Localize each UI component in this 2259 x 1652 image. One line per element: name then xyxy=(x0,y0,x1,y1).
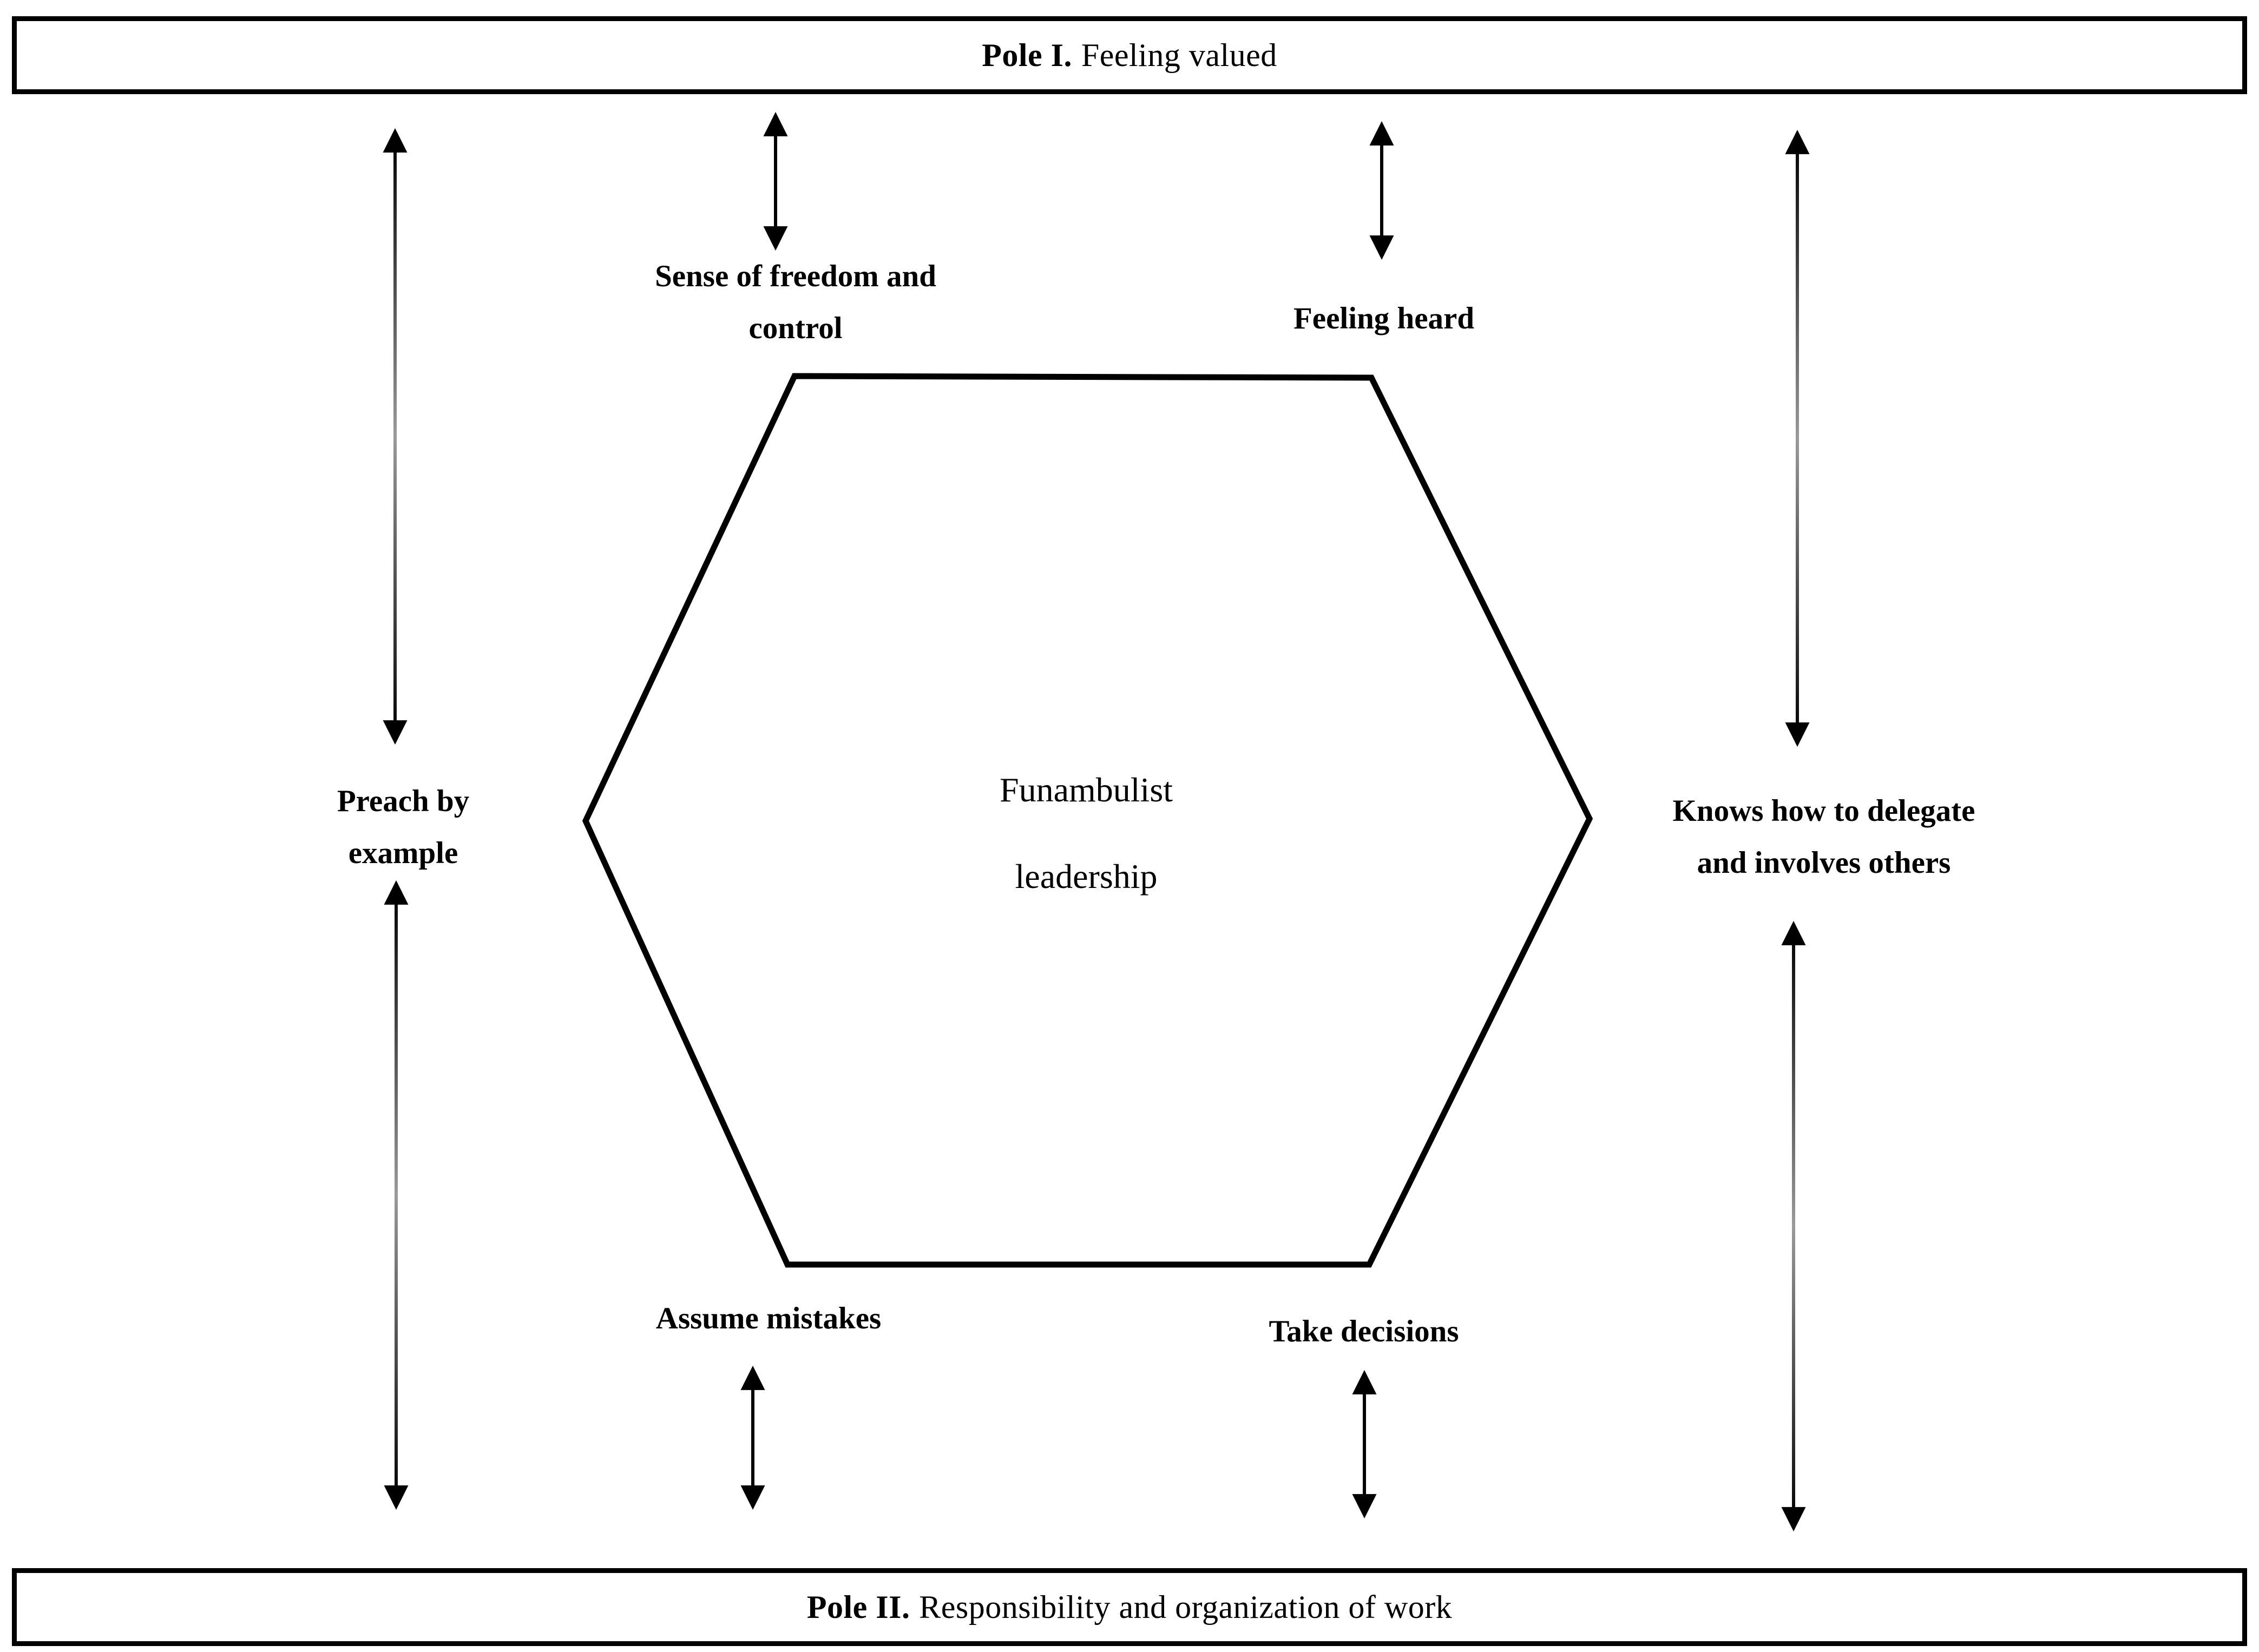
hexagon-title-line2: leadership xyxy=(1015,857,1158,896)
label-heard: Feeling heard xyxy=(1293,301,1475,335)
pole-2-text: Responsibility and organization of work xyxy=(919,1589,1453,1625)
pole-2-bar: Pole II. Responsibility and organization… xyxy=(12,1568,2247,1646)
pole-1-prefix: Pole I. xyxy=(982,37,1073,73)
pole-1-bar: Pole I. Feeling valued xyxy=(12,16,2247,94)
label-delegate-line1: Knows how to delegate xyxy=(1672,794,1975,828)
label-preach-line2: example xyxy=(348,836,458,870)
label-delegate-line2: and involves others xyxy=(1697,846,1951,880)
hexagon-shape xyxy=(582,373,1593,1268)
label-freedom-line1: Sense of freedom and xyxy=(655,259,936,293)
hexagon-title-line1: Funambulist xyxy=(999,771,1173,809)
label-decisions: Take decisions xyxy=(1269,1314,1459,1348)
label-preach-line1: Preach by xyxy=(337,784,470,818)
pole-2-prefix: Pole II. xyxy=(806,1589,910,1625)
label-freedom-line2: control xyxy=(748,311,843,345)
label-mistakes: Assume mistakes xyxy=(655,1301,882,1335)
pole-1-text: Feeling valued xyxy=(1081,37,1277,73)
